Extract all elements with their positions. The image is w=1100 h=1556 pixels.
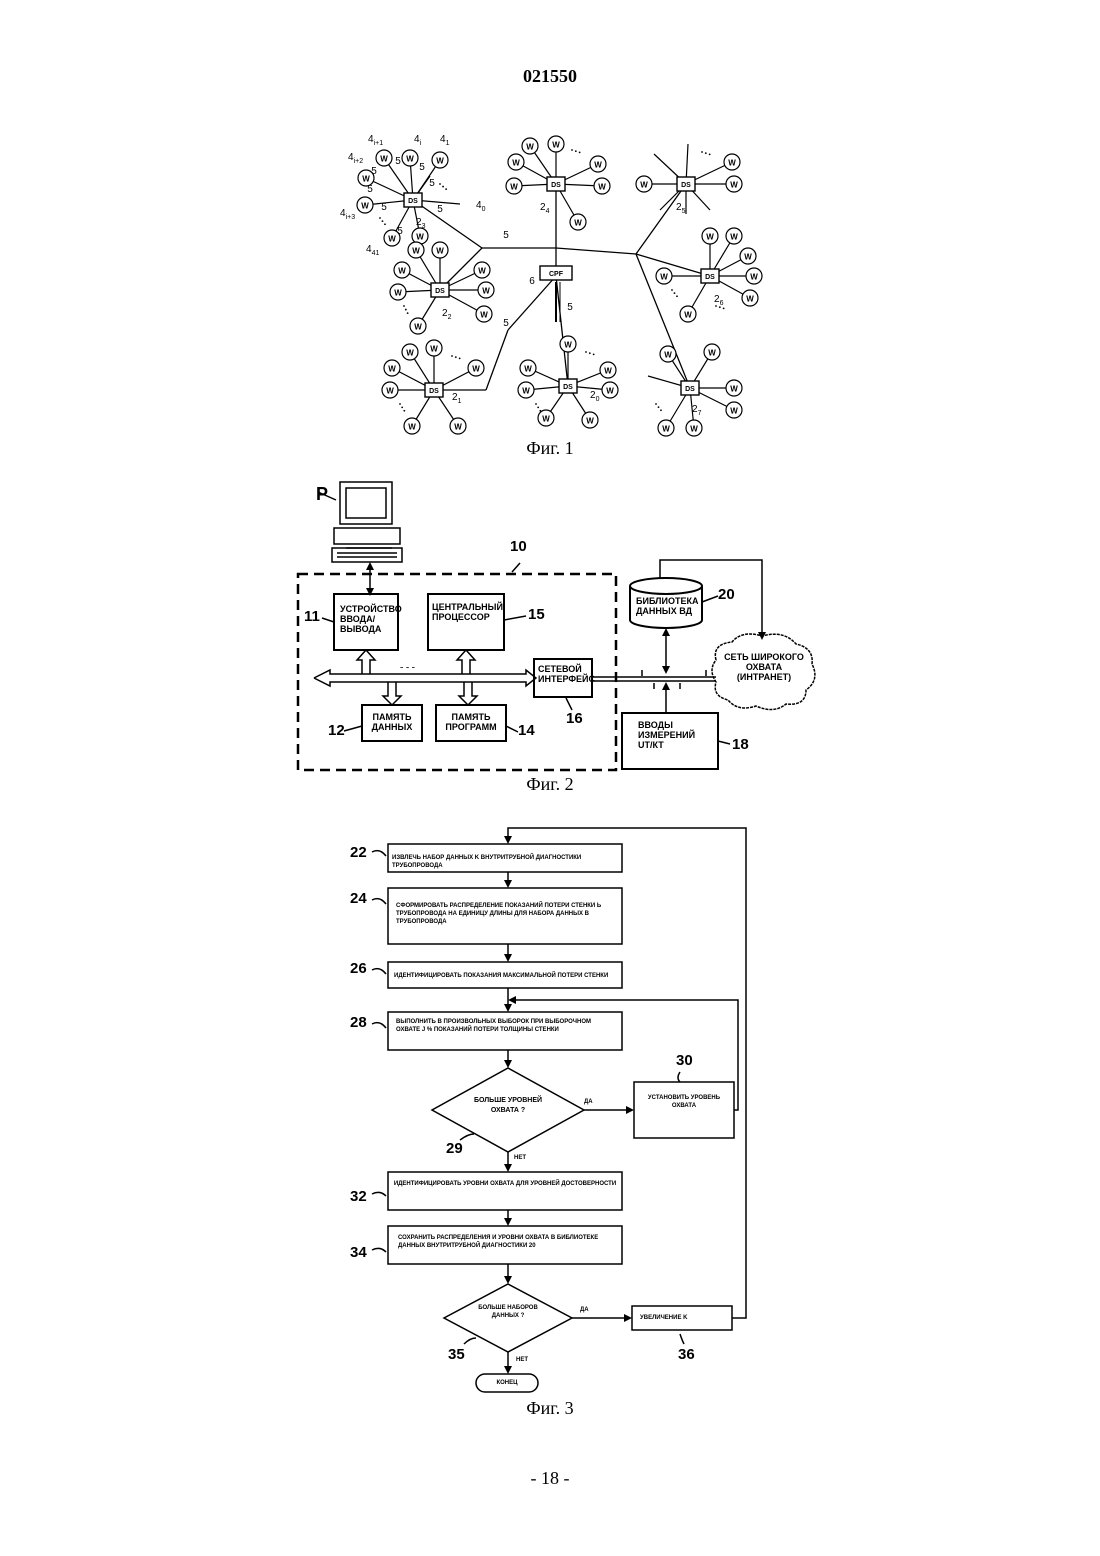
step-26-label: ИДЕНТИФИЦИРОВАТЬ ПОКАЗАНИЯ МАКСИМАЛЬНОЙ … xyxy=(394,972,622,980)
label-29: 29 xyxy=(446,1140,463,1157)
step-22-label: ИЗВЛЕЧЬ НАБОР ДАННЫХ k ВНУТРИТРУБНОЙ ДИА… xyxy=(392,854,624,870)
fig3-caption: Фиг. 3 xyxy=(450,1398,650,1419)
decision-35-no: НЕТ xyxy=(516,1356,528,1364)
step-34-label: СОХРАНИТЬ РАСПРЕДЕЛЕНИЯ И УРОВНИ ОХВАТА … xyxy=(398,1234,618,1250)
step-30-label: УСТАНОВИТЬ УРОВЕНЬ ОХВАТА xyxy=(640,1094,728,1110)
decision-29-yes: ДА xyxy=(584,1098,593,1106)
decision-29-no: НЕТ xyxy=(514,1154,526,1162)
label-24: 24 xyxy=(350,890,367,907)
label-36: 36 xyxy=(678,1346,695,1363)
label-26: 26 xyxy=(350,960,367,977)
label-34: 34 xyxy=(350,1244,367,1261)
end-label: КОНЕЦ xyxy=(476,1379,538,1387)
decision-35-yes: ДА xyxy=(580,1306,589,1314)
step-36-label: УВЕЛИЧЕНИЕ k xyxy=(640,1314,730,1322)
label-28: 28 xyxy=(350,1014,367,1031)
decision-29-label: БОЛЬШЕ УРОВНЕЙ ОХВАТА ? xyxy=(468,1096,548,1116)
label-30: 30 xyxy=(676,1052,693,1069)
step-28-label: ВЫПОЛНИТЬ в ПРОИЗВОЛЬНЫХ ВЫБОРОК ПРИ ВЫБ… xyxy=(396,1018,616,1034)
step-32-label: ИДЕНТИФИЦИРОВАТЬ УРОВНИ ОХВАТА ДЛЯ УРОВН… xyxy=(392,1180,618,1188)
step-24-label: СФОРМИРОВАТЬ РАСПРЕДЕЛЕНИЕ ПОКАЗАНИЙ ПОТ… xyxy=(396,902,614,926)
step-32-box xyxy=(388,1172,622,1210)
decision-35-label: БОЛЬШЕ НАБОРОВ ДАННЫХ ? xyxy=(470,1304,546,1320)
page-number: - 18 - xyxy=(0,1468,1100,1489)
label-35: 35 xyxy=(448,1346,465,1363)
step-30-box xyxy=(634,1082,734,1138)
label-22: 22 xyxy=(350,844,367,861)
label-32: 32 xyxy=(350,1188,367,1205)
